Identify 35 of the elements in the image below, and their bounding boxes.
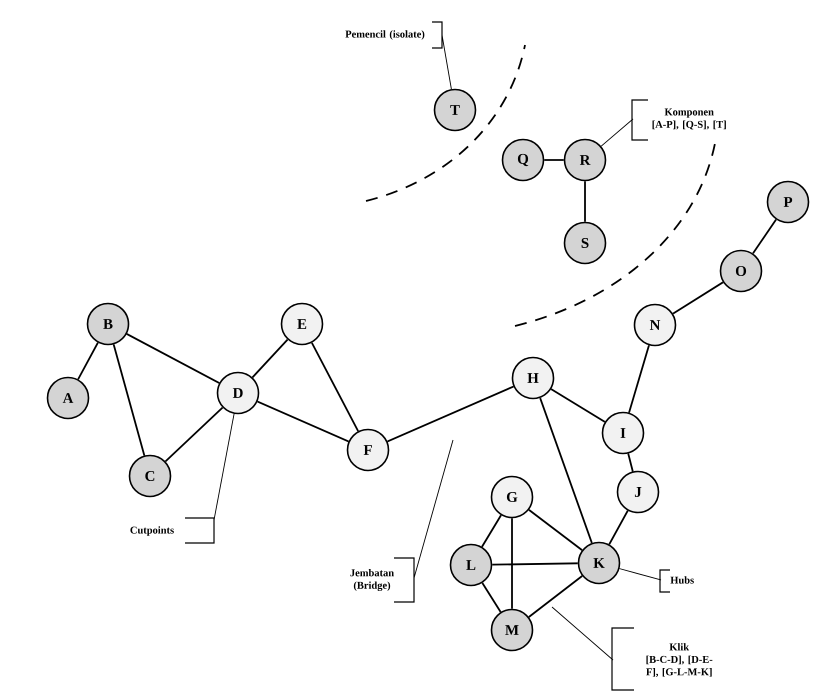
annotation-label: Cutpoints <box>130 526 174 536</box>
edge-line <box>544 159 564 161</box>
edge-line <box>482 582 502 612</box>
edge-line <box>584 181 586 222</box>
edge-line <box>627 453 634 472</box>
leader-line <box>214 413 234 520</box>
leader-line <box>552 606 614 660</box>
edge-line <box>528 575 583 618</box>
leader-line <box>600 118 634 147</box>
edge-line <box>112 344 146 456</box>
annotation-label: Komponen [A-P], [Q-S], [T] <box>652 108 726 130</box>
edge-line <box>608 510 629 545</box>
edge-line <box>126 333 220 384</box>
edge-line <box>528 509 583 551</box>
leader-line <box>442 34 452 90</box>
edge-line <box>752 219 777 254</box>
edge-line <box>511 518 513 609</box>
annotation-label: Hubs <box>670 576 694 584</box>
edge-line <box>311 342 359 432</box>
annotation-label: Klik [B-C-D], [D-E-F], [G-L-M-K] <box>646 643 712 677</box>
edge-line <box>539 398 593 544</box>
edge-line <box>672 282 724 314</box>
edge-line <box>257 400 349 442</box>
annotation-label: Jembatan (Bridge) <box>350 569 394 591</box>
leader-line <box>414 440 454 578</box>
edge-line <box>550 388 606 423</box>
edge-line <box>77 342 99 380</box>
edge-line <box>164 406 224 462</box>
edge-line <box>492 562 578 566</box>
edge-line <box>252 339 288 378</box>
leader-line <box>619 568 662 580</box>
edge-line <box>387 386 514 442</box>
edge-line <box>481 514 502 548</box>
edge-line <box>628 345 650 413</box>
annotation-label: Pemencil (isolate) <box>345 30 424 40</box>
